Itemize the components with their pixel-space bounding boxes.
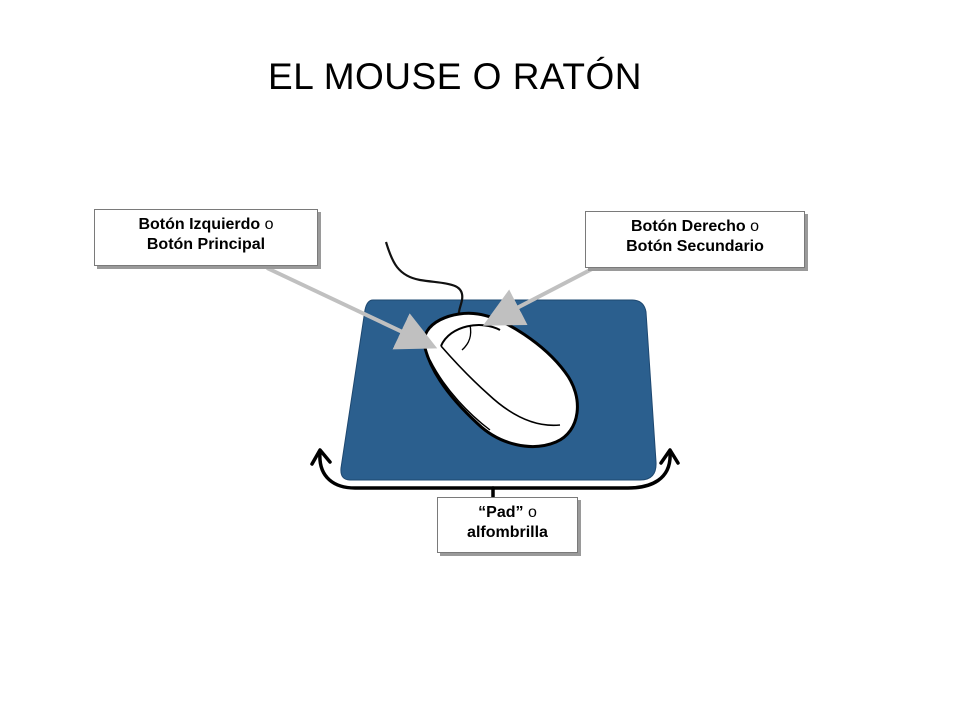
callout-right-button: Botón Derecho o Botón Secundario (585, 211, 805, 268)
callout-right-line2: Botón Secundario (626, 238, 764, 255)
right-button-pointer-arrow (482, 267, 593, 326)
callout-right-conj: o (750, 218, 760, 235)
curved-double-arrow (310, 448, 680, 500)
callout-pad-line1: “Pad” (478, 504, 524, 521)
callout-pad-conj: o (527, 504, 537, 521)
left-button-pointer-arrow (266, 266, 438, 350)
callout-left-line2: Botón Principal (146, 236, 266, 253)
callout-pad-line2: alfombrilla (467, 524, 548, 541)
callout-left-line1: Botón Izquierdo (138, 216, 261, 233)
callout-pad: “Pad” o alfombrilla (437, 497, 578, 553)
callout-right-line1: Botón Derecho (630, 218, 746, 235)
callout-left-button: Botón Izquierdo o Botón Principal (94, 209, 318, 266)
callout-left-conj: o (264, 216, 274, 233)
slide-title: EL MOUSE O RATÓN (268, 56, 642, 97)
mouse-illustration (422, 311, 579, 448)
